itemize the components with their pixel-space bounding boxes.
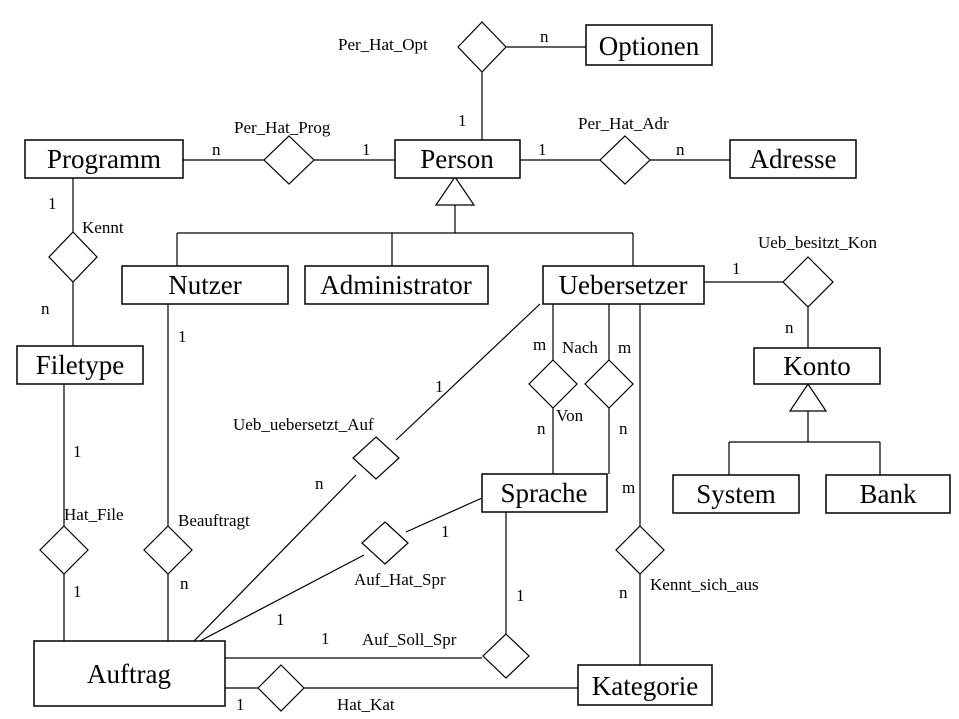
entity-auftrag[interactable]: Auftrag (33, 640, 226, 707)
entity-system[interactable]: System (672, 474, 800, 514)
cardinality: 1 (236, 695, 245, 714)
cardinality: n (540, 27, 549, 46)
entity-kategorie[interactable]: Kategorie (577, 664, 713, 706)
relationship-per-hat-opt[interactable] (457, 21, 507, 73)
label-kennt-sich-aus: Kennt_sich_aus (650, 575, 759, 594)
label-auf-hat-spr: Auf_Hat_Spr (354, 570, 446, 589)
relationship-auf-hat-spr[interactable] (361, 521, 409, 565)
label-hat-kat: Hat_Kat (337, 695, 395, 714)
label-ueb-uebersetzt-auf: Ueb_uebersetzt_Auf (233, 415, 374, 434)
label-per-hat-prog: Per_Hat_Prog (234, 118, 331, 137)
cardinality: m (533, 335, 546, 354)
relationship-beauftragt[interactable] (143, 525, 193, 575)
relationship-ueb-uebersetzt-auf[interactable] (352, 436, 400, 480)
cardinality: 1 (458, 111, 467, 130)
relationship-per-hat-prog[interactable] (263, 135, 315, 185)
connector-lines (63, 46, 881, 689)
label-kennt: Kennt (82, 218, 124, 237)
entity-konto[interactable]: Konto (753, 347, 881, 385)
cardinality: n (315, 474, 324, 493)
relationship-kennt[interactable] (48, 231, 98, 283)
cardinality: 1 (321, 629, 330, 648)
cardinality: m (618, 338, 631, 357)
svg-text:Konto: Konto (783, 351, 851, 381)
entity-nutzer[interactable]: Nutzer (121, 265, 289, 305)
svg-text:Optionen: Optionen (599, 31, 700, 61)
cardinality: m (622, 478, 635, 497)
cardinality: n (619, 583, 628, 602)
cardinality: n (212, 140, 221, 159)
cardinality: n (676, 140, 685, 159)
entity-person[interactable]: Person (394, 139, 521, 179)
cardinality: 1 (73, 582, 82, 601)
relationship-kennt-sich-aus[interactable] (615, 525, 665, 575)
entity-filetype[interactable]: Filetype (16, 345, 144, 385)
cardinality: n (180, 574, 189, 593)
cardinality: 1 (73, 442, 82, 461)
cardinality: 1 (362, 140, 371, 159)
cardinality: 1 (538, 140, 547, 159)
svg-text:Uebersetzer: Uebersetzer (559, 270, 688, 300)
person-isa-triangle (434, 175, 476, 206)
cardinality: n (785, 318, 794, 337)
svg-text:Nutzer: Nutzer (168, 270, 241, 300)
svg-text:Sprache: Sprache (501, 478, 588, 508)
svg-text:Kategorie: Kategorie (592, 671, 698, 701)
relationship-per-hat-adr[interactable] (599, 135, 651, 185)
label-von: Von (556, 406, 584, 425)
label-per-hat-adr: Per_Hat_Adr (578, 114, 669, 133)
svg-text:Programm: Programm (47, 144, 161, 174)
label-beauftragt: Beauftragt (178, 511, 250, 530)
cardinality: 1 (48, 194, 57, 213)
label-per-hat-opt: Per_Hat_Opt (338, 35, 428, 54)
svg-text:Auftrag: Auftrag (87, 659, 171, 689)
relationship-auf-soll-spr[interactable] (482, 633, 530, 679)
svg-text:Person: Person (420, 144, 494, 174)
svg-text:Filetype: Filetype (36, 350, 125, 380)
relationship-von[interactable] (528, 359, 578, 409)
relationship-hat-file[interactable] (39, 525, 89, 575)
cardinality: 1 (178, 327, 187, 346)
entity-adresse[interactable]: Adresse (729, 139, 857, 179)
cardinality: n (41, 299, 50, 318)
entity-uebersetzer[interactable]: Uebersetzer (542, 265, 705, 305)
entity-programm[interactable]: Programm (24, 139, 184, 179)
svg-text:Adresse: Adresse (750, 144, 837, 174)
konto-isa-triangle (788, 382, 828, 412)
svg-text:Bank: Bank (860, 479, 917, 509)
label-ueb-besitzt-kon: Ueb_besitzt_Kon (758, 233, 877, 252)
label-nach: Nach (562, 338, 598, 357)
cardinality: 1 (435, 377, 444, 396)
label-hat-file: Hat_File (64, 505, 124, 524)
label-auf-soll-spr: Auf_Soll_Spr (362, 630, 457, 649)
entity-bank[interactable]: Bank (825, 474, 951, 514)
entity-administrator[interactable]: Administrator (304, 265, 489, 305)
cardinality: 1 (441, 522, 450, 541)
entity-sprache[interactable]: Sprache (481, 473, 608, 513)
relationship-hat-kat[interactable] (257, 664, 305, 712)
cardinality: 1 (276, 610, 285, 629)
cardinality: n (619, 419, 628, 438)
cardinality: 1 (732, 259, 741, 278)
relationship-nach[interactable] (584, 359, 634, 409)
relationship-ueb-besitzt-kon[interactable] (782, 256, 834, 308)
svg-text:Administrator: Administrator (320, 270, 471, 300)
cardinality: 1 (516, 586, 525, 605)
cardinality: n (537, 419, 546, 438)
entity-optionen[interactable]: Optionen (585, 24, 713, 66)
svg-text:System: System (696, 479, 776, 509)
